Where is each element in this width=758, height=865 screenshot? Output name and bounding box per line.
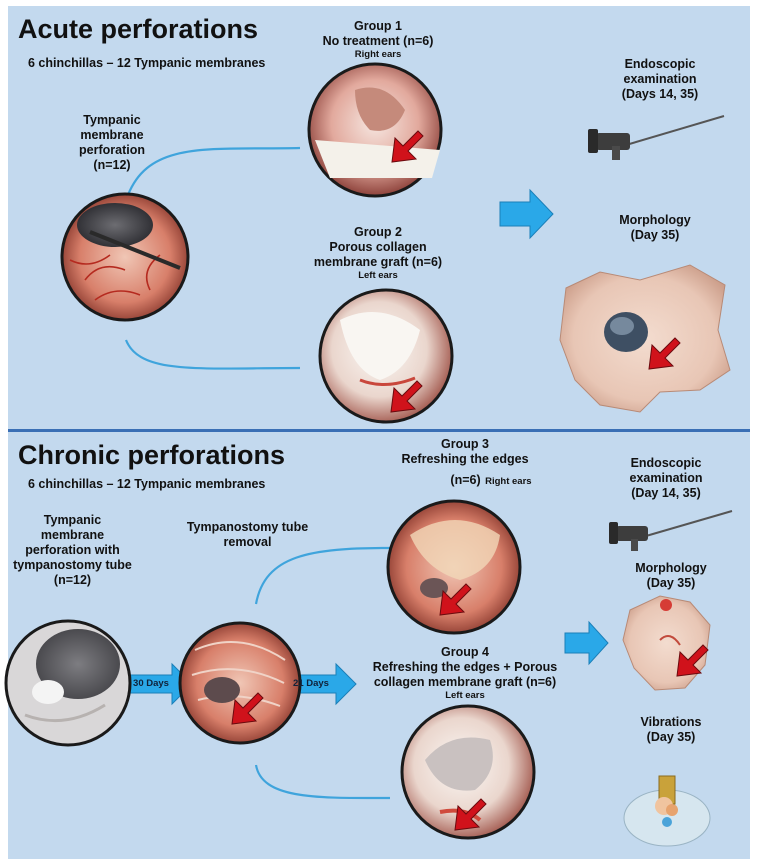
group3-pointer-arrow — [439, 583, 472, 616]
group2-pointer-arrow — [390, 380, 423, 413]
tube-removal-label: Tympanostomy tube removal — [186, 520, 309, 549]
group1-label: Group 1 No treatment (n=6) Right ears — [322, 19, 434, 60]
section-divider — [8, 429, 750, 432]
acute-endoscope-icon — [588, 115, 725, 160]
chronic-perforation-label: Tympanic membrane perforation with tympa… — [13, 513, 132, 587]
chronic-subtitle: 6 chinchillas – 12 Tympanic membranes — [28, 477, 266, 491]
chronic-title: Chronic perforations — [18, 440, 286, 470]
acute-morphology-image — [559, 264, 731, 413]
chronic-morphology-label: Morphology (Day 35) — [635, 561, 707, 590]
chronic-morphology-image — [622, 595, 711, 691]
connector-to-group1 — [126, 146, 301, 196]
acute-perforation-label: Tympanic membrane perforation (n=12) — [79, 113, 145, 172]
group3-meta: (n=6) Right ears — [450, 473, 532, 487]
group2-label: Group 2 Porous collagen membrane graft (… — [313, 225, 443, 281]
group1-pointer-arrow — [391, 130, 424, 163]
chronic-endoscopic-label: Endoscopic examination (Day 14, 35) — [629, 456, 703, 500]
connector-to-group2 — [124, 339, 301, 370]
group4-pointer-arrow — [454, 798, 487, 831]
acute-perforation-image — [60, 192, 190, 322]
group2-image — [318, 288, 454, 424]
chronic-endoscope-icon — [609, 510, 733, 551]
tube-removal-pointer-arrow — [231, 692, 264, 725]
group4-label: Group 4 Refreshing the edges + Porous co… — [372, 645, 558, 701]
vibrations-image — [623, 775, 711, 847]
acute-subtitle: 6 chinchillas – 12 Tympanic membranes — [28, 56, 266, 70]
chronic-perforation-image — [4, 619, 132, 747]
group1-image — [307, 62, 443, 198]
acute-endoscopic-label: Endoscopic examination (Days 14, 35) — [621, 57, 699, 101]
morphology-pointer-arrow — [648, 337, 681, 370]
chronic-morphology-pointer-arrow — [676, 644, 709, 677]
arrow-30-days-label: 30 Days — [133, 678, 169, 689]
acute-morphology-label: Morphology (Day 35) — [619, 213, 691, 242]
connector-to-group3 — [254, 546, 391, 605]
tube-removal-image — [178, 621, 302, 745]
group3-image — [386, 499, 522, 635]
group4-image — [400, 704, 536, 840]
group3-label: Group 3 Refreshing the edges — [401, 437, 529, 466]
connector-to-group4 — [254, 764, 391, 800]
vibrations-label: Vibrations (Day 35) — [640, 715, 702, 744]
chronic-flow-arrow — [564, 620, 609, 666]
arrow-21-days-label: 21 Days — [293, 678, 329, 689]
acute-flow-arrow — [499, 188, 554, 240]
acute-title: Acute perforations — [18, 14, 259, 44]
